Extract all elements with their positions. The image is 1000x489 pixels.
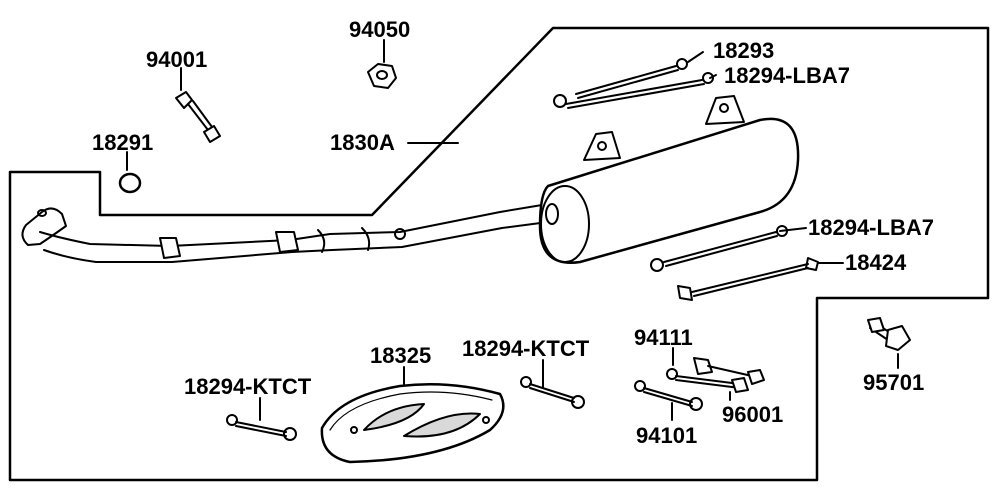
nut-94050 bbox=[367, 63, 397, 89]
bolts-top bbox=[553, 58, 714, 109]
label-18294-ktct-mid: 18294-KTCT bbox=[462, 336, 590, 361]
label-18293: 18293 bbox=[713, 38, 775, 63]
label-95701: 95701 bbox=[863, 370, 925, 395]
leader-lines bbox=[126, 39, 899, 421]
label-18294-ktct-left: 18294-KTCT bbox=[184, 374, 312, 399]
label-18291: 18291 bbox=[92, 130, 154, 155]
gasket-18291 bbox=[118, 172, 142, 194]
label-18325: 18325 bbox=[370, 343, 432, 368]
label-18294-lba7-top: 18294-LBA7 bbox=[724, 63, 850, 88]
screws-ktct bbox=[226, 376, 585, 441]
muffler bbox=[538, 95, 800, 264]
assembly-outline bbox=[8, 26, 990, 482]
bolts-mid bbox=[650, 225, 819, 301]
fasteners-right bbox=[634, 357, 765, 411]
label-94001: 94001 bbox=[146, 47, 208, 72]
label-18424: 18424 bbox=[845, 250, 907, 275]
label-94050: 94050 bbox=[349, 17, 411, 42]
stud-94001 bbox=[175, 91, 221, 143]
label-94111: 94111 bbox=[634, 325, 693, 350]
label-96001: 96001 bbox=[722, 402, 784, 427]
label-1830A: 1830A bbox=[330, 130, 395, 155]
bolt-95701 bbox=[867, 317, 911, 351]
heat-shield-18325 bbox=[320, 382, 505, 464]
label-18294-lba7-mid: 18294-LBA7 bbox=[808, 215, 934, 240]
label-94101: 94101 bbox=[636, 423, 698, 448]
exhaust-pipe bbox=[21, 203, 549, 263]
